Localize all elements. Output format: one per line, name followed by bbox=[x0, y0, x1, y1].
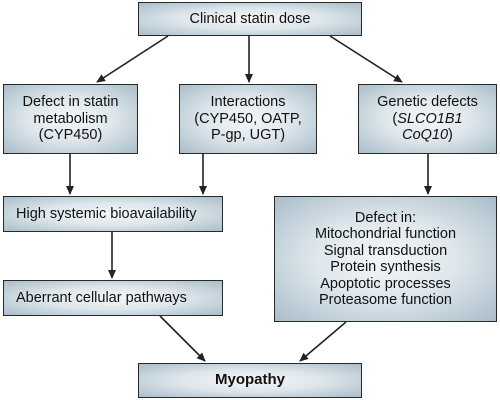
node-label-line-1: Defect in statin bbox=[22, 94, 119, 111]
node-label-line-4: Protein synthesis bbox=[330, 259, 441, 275]
node-label-line-2: metabolism bbox=[33, 110, 108, 127]
node-label: Aberrant cellular pathways bbox=[16, 289, 187, 306]
gene-coq10: CoQ10 bbox=[402, 127, 449, 144]
arrow-aberrant-to-myopathy bbox=[159, 315, 206, 362]
node-label-line-3: CoQ10) bbox=[402, 127, 453, 144]
node-genetic-defects: Genetic defects (SLCO1B1 CoQ10) bbox=[358, 84, 497, 154]
node-label-line-2: (SLCO1B1 bbox=[392, 111, 462, 128]
node-label: Myopathy bbox=[214, 371, 285, 389]
arrow-dose-to-metabolism bbox=[96, 35, 169, 83]
node-label-line-3: Signal transduction bbox=[323, 242, 448, 259]
node-high-systemic-bioavailability: High systemic bioavailability bbox=[3, 196, 223, 232]
node-label: Clinical statin dose bbox=[189, 10, 311, 27]
node-defect-in: Defect in: Mitochondrial function Signal… bbox=[274, 196, 497, 322]
node-label-line-2: Mitochondrial function bbox=[314, 226, 457, 242]
node-label-line-1: Defect in: bbox=[354, 209, 417, 226]
arrow-dose-to-genetic bbox=[329, 35, 403, 83]
node-label-line-2: (CYP450, OATP, bbox=[194, 110, 302, 127]
node-label-line-5: Apoptotic processes bbox=[320, 275, 451, 292]
node-defect-in-statin-metabolism: Defect in statin metabolism (CYP450) bbox=[3, 84, 138, 154]
arrow-defect-to-myopathy bbox=[299, 321, 347, 362]
node-clinical-statin-dose: Clinical statin dose bbox=[138, 2, 362, 36]
node-aberrant-cellular-pathways: Aberrant cellular pathways bbox=[3, 280, 223, 316]
node-label-line-1: Interactions bbox=[210, 94, 286, 111]
node-label-line-3: (CYP450) bbox=[38, 127, 103, 144]
node-label: High systemic bioavailability bbox=[16, 205, 197, 222]
gene-slco1b1: SLCO1B1 bbox=[397, 110, 463, 127]
close-paren: ) bbox=[448, 127, 453, 144]
node-label-line-1: Genetic defects bbox=[377, 94, 478, 111]
open-paren: ( bbox=[392, 110, 398, 127]
node-myopathy: Myopathy bbox=[138, 363, 362, 398]
node-label-line-3: P-gp, UGT) bbox=[210, 127, 286, 144]
node-interactions: Interactions (CYP450, OATP, P-gp, UGT) bbox=[179, 84, 317, 154]
node-label-line-6: Proteasome function bbox=[319, 292, 452, 308]
